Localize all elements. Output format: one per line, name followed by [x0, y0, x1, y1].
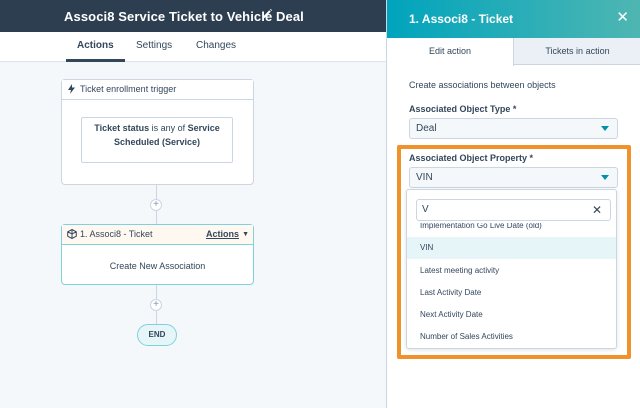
- workflow-title: Associ8 Service Ticket to Vehicle Deal: [64, 9, 304, 24]
- dropdown-search-input[interactable]: V ✕: [416, 199, 611, 221]
- dropdown-arrow-icon: [601, 126, 609, 131]
- dropdown-option-list: Implementation Go Live Date (old) VIN La…: [407, 223, 616, 348]
- trigger-title: Ticket enrollment trigger: [80, 84, 177, 94]
- criteria-operator: is any of: [149, 123, 188, 133]
- clear-icon[interactable]: ✕: [591, 203, 602, 217]
- object-type-select[interactable]: Deal: [409, 118, 618, 139]
- tab-settings[interactable]: Settings: [136, 40, 173, 51]
- dropdown-option[interactable]: Implementation Go Live Date (old): [420, 223, 542, 230]
- end-marker: END: [137, 324, 177, 346]
- action-card-header: 1. Associ8 - Ticket Actions ▼: [62, 225, 253, 245]
- trigger-card-header: Ticket enrollment trigger: [62, 80, 253, 100]
- criteria-property: Ticket status: [94, 123, 150, 133]
- dropdown-option[interactable]: Latest meeting activity: [420, 266, 500, 275]
- object-type-label: Associated Object Type *: [409, 104, 517, 114]
- object-property-value: VIN: [416, 172, 433, 183]
- panel-header: 1. Associ8 - Ticket ✕: [387, 0, 640, 38]
- actions-menu-link[interactable]: Actions: [205, 229, 239, 239]
- search-value: V: [422, 204, 429, 215]
- dropdown-option[interactable]: Next Activity Date: [420, 310, 483, 319]
- panel-description: Create associations between objects: [409, 80, 556, 90]
- action-title: 1. Associ8 - Ticket: [80, 229, 153, 239]
- object-type-value: Deal: [416, 123, 437, 134]
- tab-actions[interactable]: Actions: [66, 40, 125, 62]
- dropdown-arrow-icon: [601, 175, 609, 180]
- dropdown-option[interactable]: Last Activity Date: [420, 288, 482, 297]
- tab-tickets-in-action[interactable]: Tickets in action: [545, 46, 610, 56]
- enrollment-trigger-card[interactable]: Ticket enrollment trigger Ticket status …: [61, 79, 254, 185]
- add-step-button[interactable]: +: [150, 199, 162, 211]
- property-dropdown-menu: V ✕ Implementation Go Live Date (old) VI…: [406, 189, 617, 349]
- highlight-box: [397, 145, 631, 359]
- panel-title: 1. Associ8 - Ticket: [409, 12, 514, 26]
- dropdown-option[interactable]: Number of Sales Activities: [420, 332, 513, 341]
- criteria-value: Service Scheduled (Service): [113, 123, 220, 147]
- workflow-tabs: Actions Settings Changes: [0, 32, 386, 62]
- pencil-icon[interactable]: [262, 8, 274, 22]
- trigger-criteria[interactable]: Ticket status is any of Service Schedule…: [81, 117, 233, 163]
- close-icon[interactable]: ✕: [616, 9, 629, 26]
- action-description: Create New Association: [109, 261, 206, 271]
- panel-tabs: Edit action Tickets in action: [387, 38, 640, 66]
- add-step-button[interactable]: +: [150, 299, 162, 311]
- lightning-icon: [67, 84, 77, 94]
- action-card[interactable]: 1. Associ8 - Ticket Actions ▼ Create New…: [61, 224, 254, 285]
- tab-changes[interactable]: Changes: [196, 40, 237, 51]
- dropdown-option[interactable]: VIN: [407, 237, 616, 259]
- object-property-select[interactable]: VIN: [409, 167, 618, 188]
- chevron-down-icon[interactable]: ▼: [242, 231, 249, 238]
- workflow-header: Associ8 Service Ticket to Vehicle Deal: [0, 0, 386, 32]
- cube-icon: [67, 228, 77, 240]
- tab-edit-action[interactable]: Edit action: [387, 38, 514, 66]
- object-property-label: Associated Object Property *: [409, 153, 534, 163]
